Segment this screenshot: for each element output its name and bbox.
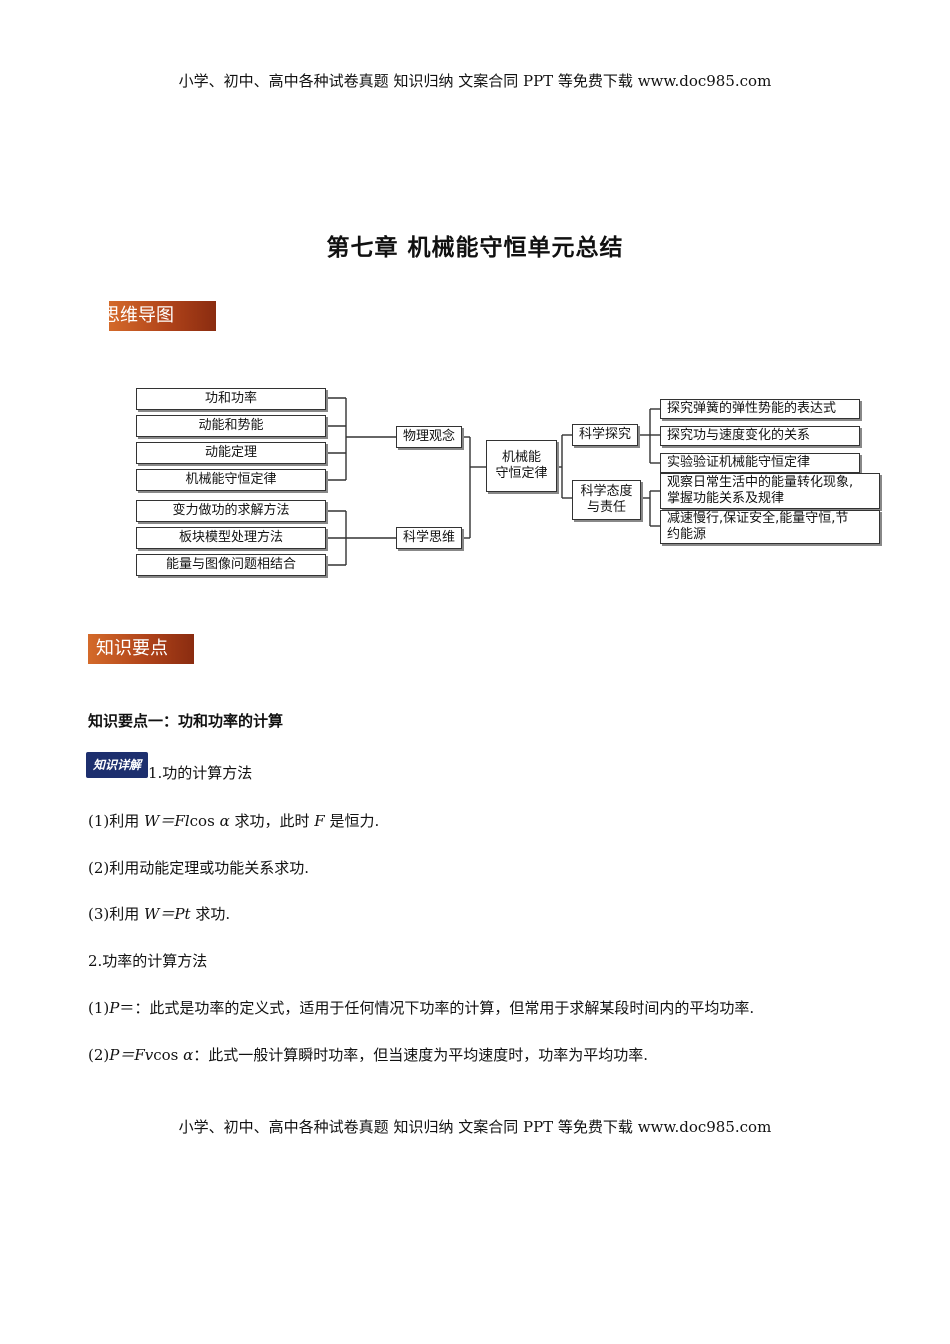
mindmap-node-spring-energy: 探究弹簧的弹性势能的表达式 [660,399,860,419]
formula-fragment: W＝Pt [144,905,191,923]
mindmap-center-node: 机械能 守恒定律 [486,440,557,492]
attitude-line-1: 科学态度 [580,484,633,499]
mind-map: 功和功率 动能和势能 动能定理 机械能守恒定律 变力做功的求解方法 板块模型处理… [0,380,950,580]
paragraph-power-1: (1)P＝：此式是功率的定义式，适用于任何情况下功率的计算，但常用于求解某段时间… [88,998,754,1018]
formula-fragment: W＝Fl [144,812,190,830]
formula-fragment: P [109,999,120,1017]
formula-fragment: P＝Fv [109,1046,154,1064]
text-fragment: cos [189,812,220,830]
formula-fragment: α [219,812,230,830]
knowledge-detail-badge: 知识详解 [86,752,148,778]
safety-line-1: 减速慢行,保证安全,能量守恒,节 [667,511,849,526]
formula-fragment: F [314,812,325,830]
chapter-title: 第七章 机械能守恒单元总结 [326,235,624,261]
text-fragment: cos [153,1046,184,1064]
center-line-1: 机械能 [501,450,541,465]
paragraph-work-methods: 1.功的计算方法 [148,764,253,782]
paragraph-power-methods: 2.功率的计算方法 [88,952,208,970]
observation-line-1: 观察日常生活中的能量转化现象, [667,475,854,490]
mindmap-node-kinetic-potential: 动能和势能 [136,415,326,437]
text-fragment: (3)利用 [88,905,145,923]
text-fragment: 求功，此时 [229,812,315,830]
safety-line-2: 约能源 [667,527,707,542]
mindmap-node-kinetic-theorem: 动能定理 [136,442,326,464]
mindmap-node-energy-observation: 观察日常生活中的能量转化现象, 掌握功能关系及规律 [660,473,880,509]
mind-map-connectors [326,397,660,566]
mindmap-node-physics-concept: 物理观念 [396,426,462,448]
text-fragment: (2) [88,1046,110,1064]
mindmap-node-attitude-responsibility: 科学态度 与责任 [572,480,641,520]
section-heading: 知识要点一：功和功率的计算 [88,712,284,730]
mindmap-node-work-power: 功和功率 [136,388,326,410]
mindmap-banner-label: 思维导图 [109,305,174,326]
mindmap-node-energy-graph: 能量与图像问题相结合 [136,554,326,576]
text-fragment: (1)利用 [88,812,145,830]
mindmap-node-block-model: 板块模型处理方法 [136,527,326,549]
text-fragment: (1) [88,999,110,1017]
mindmap-node-experiment: 实验验证机械能守恒定律 [660,453,860,473]
page-footer: 小学、初中、高中各种试卷真题 知识归纳 文案合同 PPT 等免费下载 www.d… [178,1118,772,1136]
mindmap-node-work-velocity: 探究功与速度变化的关系 [660,426,860,446]
mindmap-node-safety: 减速慢行,保证安全,能量守恒,节 约能源 [660,510,880,544]
observation-line-2: 掌握功能关系及规律 [667,491,785,506]
text-fragment: ：此式一般计算瞬时功率，但当速度为平均速度时，功率为平均功率. [193,1046,649,1064]
page-header: 小学、初中、高中各种试卷真题 知识归纳 文案合同 PPT 等免费下载 www.d… [178,72,772,90]
text-fragment: 求功. [190,905,231,923]
text-fragment: 是恒力. [324,812,380,830]
paragraph-method-2: (2)利用动能定理或功能关系求功. [88,859,310,877]
mindmap-node-variable-force: 变力做功的求解方法 [136,500,326,522]
center-line-2: 守恒定律 [495,466,548,481]
paragraph-method-1: (1)利用 W＝Flcos α 求功，此时 F 是恒力. [88,811,379,831]
formula-fragment: α [183,1046,194,1064]
mindmap-node-scientific-thinking: 科学思维 [396,527,462,549]
text-fragment: ＝：此式是功率的定义式，适用于任何情况下功率的计算，但常用于求解某段时间内的平均… [119,999,755,1017]
knowledge-points-banner: 知识要点 [88,634,194,664]
paragraph-power-2: (2)P＝Fvcos α：此式一般计算瞬时功率，但当速度为平均速度时，功率为平均… [88,1045,648,1065]
attitude-line-2: 与责任 [586,500,626,515]
mindmap-node-conservation-law: 机械能守恒定律 [136,469,326,491]
mindmap-banner: 思维导图 [109,301,216,331]
paragraph-method-3: (3)利用 W＝Pt 求功. [88,904,230,924]
mindmap-node-scientific-inquiry: 科学探究 [572,424,638,446]
